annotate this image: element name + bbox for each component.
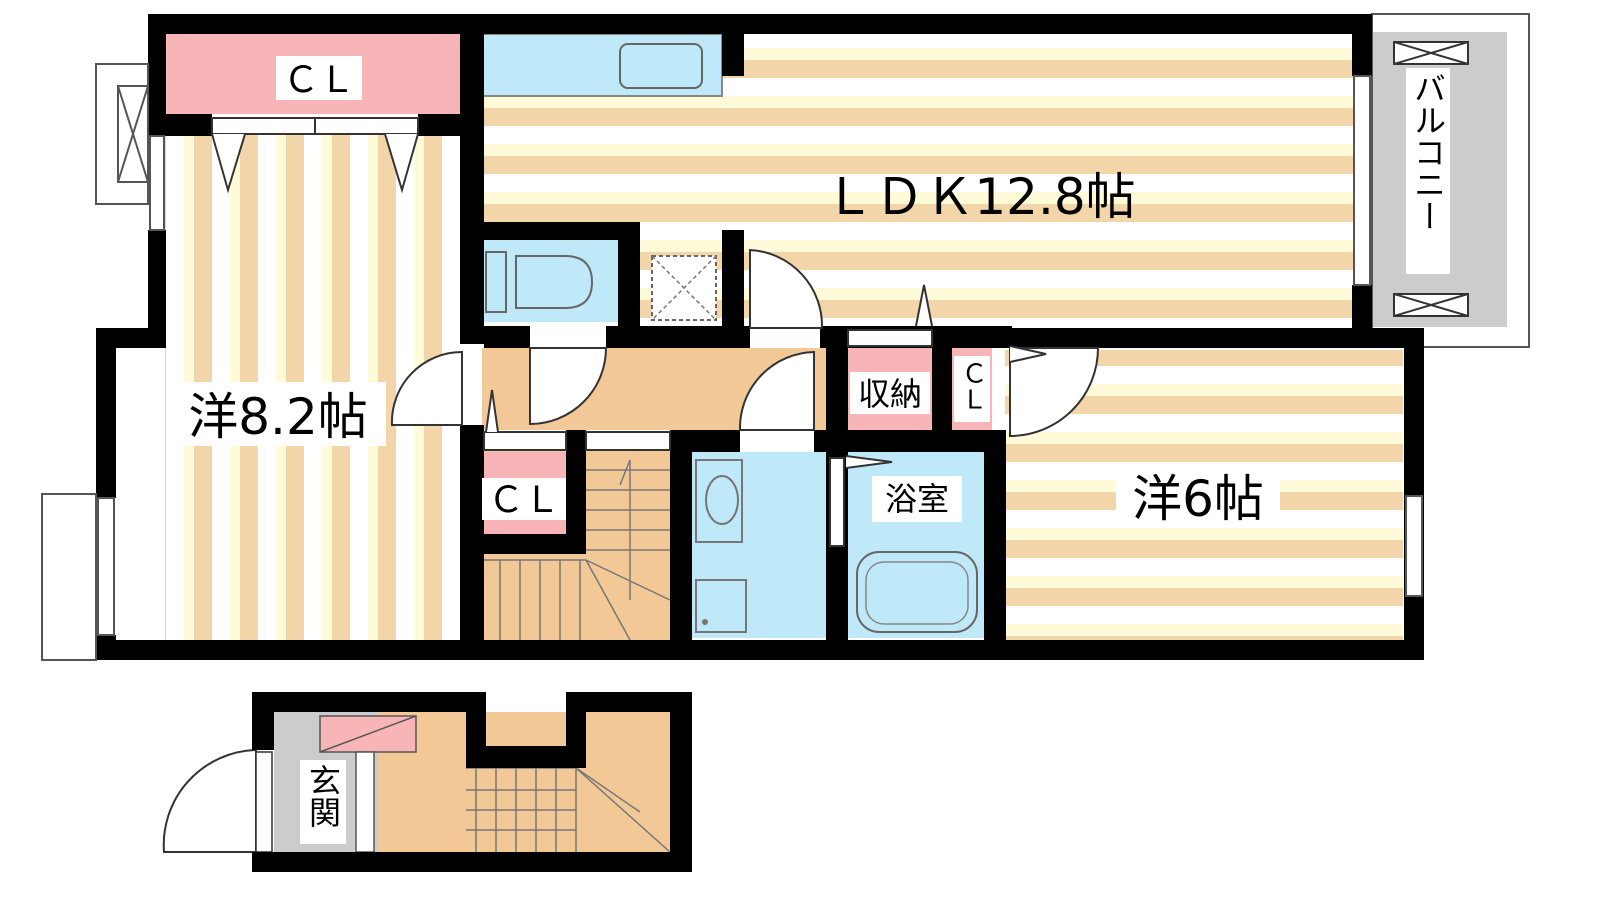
closet-small-label-bg (954, 356, 990, 422)
toilet-tank (485, 251, 507, 313)
doors (211, 117, 1100, 547)
entrance-level (162, 692, 692, 872)
washer-cross-b (651, 255, 717, 321)
balcony-label: バルコニー (1409, 72, 1447, 232)
closet-small-label: ＣＬ (957, 360, 987, 412)
balcony-vents (1393, 41, 1469, 317)
drain (702, 619, 708, 625)
wash-basin (695, 459, 743, 543)
bath-label-bg (872, 476, 962, 522)
western-6-label: 洋6帖 (1132, 470, 1264, 528)
kitchen-sink (619, 43, 703, 89)
western-8-lower-floor (115, 345, 165, 640)
ldk-label: ＬＤＫ12.8帖 (824, 168, 1135, 226)
cl-mid-bg (482, 478, 566, 520)
storage-label-bg (850, 372, 930, 414)
western-8-label: 洋8.2帖 (188, 388, 368, 446)
wash-bowl (705, 475, 739, 525)
closet-top-label: ＣＬ (283, 60, 355, 101)
cl-top-bg (276, 56, 362, 100)
bathroom-label: 浴室 (885, 480, 949, 518)
storage-label: 収納 (858, 375, 922, 413)
walls (96, 14, 1424, 660)
balcony-label-bg (1406, 68, 1450, 274)
windows (41, 63, 1423, 661)
western-8-label-bg (170, 382, 386, 446)
stairs-main (482, 459, 671, 641)
door-arrows (485, 284, 1047, 469)
closet-mid-label: ＣＬ (488, 480, 560, 521)
entrance-label: 玄関 (304, 764, 342, 828)
bathtub-inner (865, 561, 969, 625)
washer-pan-2 (695, 579, 747, 633)
toilet-bowl (515, 255, 594, 309)
washroom (692, 452, 826, 638)
bathtub (856, 551, 978, 633)
balcony-outline (1371, 13, 1530, 348)
western-6-label-bg (1116, 464, 1280, 528)
entrance-label-bg (300, 760, 346, 844)
